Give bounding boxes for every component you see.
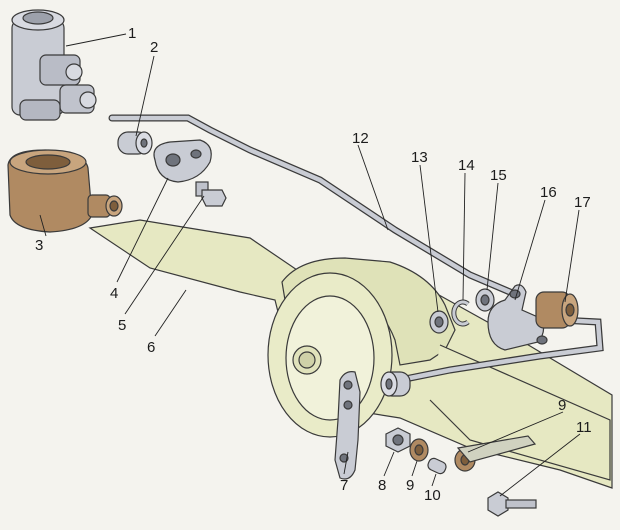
label-3: 3	[35, 237, 43, 254]
label-2: 2	[150, 39, 158, 56]
label-1: 1	[128, 25, 136, 42]
label-11: 11	[576, 419, 592, 436]
label-8: 8	[378, 477, 386, 494]
eye-bracket	[7, 149, 123, 233]
sleeve-10	[427, 457, 447, 475]
rod-end-bushing	[380, 371, 411, 397]
linkage-rod	[108, 114, 604, 384]
label-7: 7	[340, 477, 348, 494]
washer-15	[475, 288, 495, 312]
lever-plate	[334, 371, 361, 480]
washer-13	[429, 310, 449, 334]
label-13: 13	[411, 149, 428, 166]
clamp-plate	[153, 139, 212, 183]
bolt-11	[487, 491, 537, 517]
label-12: 12	[352, 130, 369, 147]
label-6: 6	[147, 339, 155, 356]
label-5: 5	[118, 317, 126, 334]
rod-bushing	[117, 131, 153, 155]
label-16: 16	[540, 184, 557, 201]
label-4: 4	[110, 285, 118, 302]
nut-8	[385, 427, 411, 453]
bracket-16	[487, 284, 548, 351]
label-17: 17	[574, 194, 591, 211]
bushing-9-left	[409, 438, 429, 462]
lever-arm	[456, 435, 537, 463]
leader-lines	[39, 33, 581, 497]
label-10: 10	[424, 487, 441, 504]
axle-beam	[88, 219, 613, 489]
rubber-bushing-17	[535, 291, 579, 329]
circlip-14	[451, 299, 470, 327]
label-14: 14	[458, 157, 475, 174]
label-9-upper: 9	[558, 397, 566, 414]
pressure-regulator	[11, 9, 97, 121]
label-9-lower: 9	[406, 477, 414, 494]
part-number-labels: 1 2 3 4 5 6 7 8 9 10 9 11 12 13 14 15 16…	[35, 25, 592, 504]
bolt-5	[195, 181, 227, 207]
label-15: 15	[490, 167, 507, 184]
